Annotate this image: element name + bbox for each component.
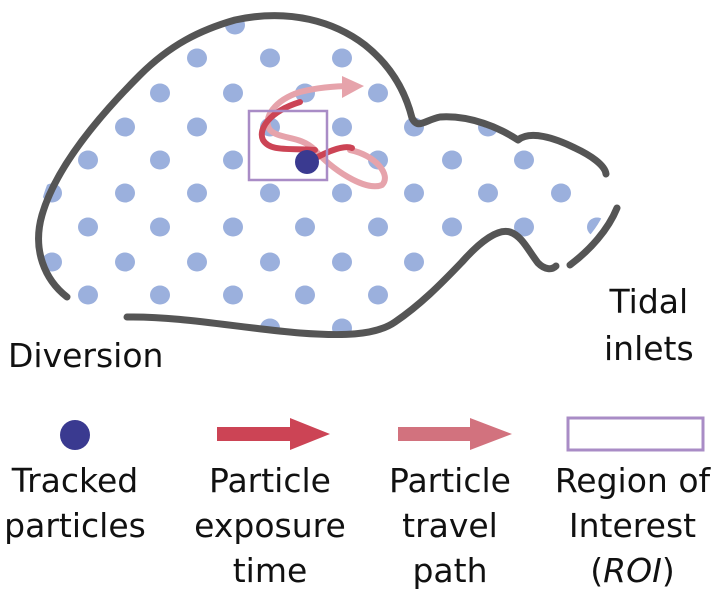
water-dot [404,183,424,203]
tracked-particle [295,150,319,174]
legend-exposure-arrow-icon [217,418,330,450]
legend-travel-arrow-icon [398,418,512,450]
water-dot [78,285,98,305]
water-dot [478,252,498,272]
legend-travel-line1: Particle [389,461,511,500]
legend-tracked-particles-label: Tracked particles [0,458,150,548]
water-dot [442,217,462,237]
water-dot [187,117,207,137]
water-dot [260,183,280,203]
water-dot [295,285,315,305]
water-dot [223,150,243,170]
water-dot [150,217,170,237]
legend-exposure-label: Particle exposure time [190,458,350,593]
water-dot [368,83,388,103]
water-dot [404,252,424,272]
water-dot [514,150,534,170]
legend-roi-line2: Interest [568,506,697,545]
water-dot [150,285,170,305]
legend-travel-label: Particle travel path [375,458,525,593]
water-dot [223,83,243,103]
water-dot [551,183,571,203]
diversion-label: Diversion [8,336,164,375]
particle-travel-path-curve [264,83,388,190]
legend-exposure-line3: time [232,551,308,590]
water-dot [78,217,98,237]
legend-tracked-particle-icon [60,420,90,450]
water-dot [368,217,388,237]
water-dot [332,117,352,137]
legend-roi-abbr: ROI [603,551,662,590]
water-dot [187,183,207,203]
water-dot [260,48,280,68]
water-dot [115,252,135,272]
legend-roi-icon [566,416,705,452]
water-dot [332,48,352,68]
water-dot [150,83,170,103]
legend-roi-open-paren: ( [590,551,604,590]
water-dot [223,217,243,237]
water-dot [514,217,534,237]
water-dot [187,252,207,272]
water-dot [295,217,315,237]
legend-roi-line1: Region of [554,461,711,500]
tidal-inlets-label: Tidal inlets [604,278,694,372]
estuary-outline-inner [123,227,560,339]
legend-travel-line3: path [412,551,488,590]
water-dot [150,150,170,170]
water-dot [442,285,462,305]
roi-box [247,109,329,182]
estuary-outline-tail [566,204,621,269]
legend-roi-close-paren: ) [661,551,675,590]
tidal-inlets-line1: Tidal [609,282,689,321]
water-dot [332,183,352,203]
water-dot [78,150,98,170]
water-dot [260,252,280,272]
water-dot [368,285,388,305]
water-dot [332,252,352,272]
legend-roi-line3: (ROI) [550,548,715,593]
water-dot [478,183,498,203]
legend-roi-label: Region of Interest (ROI) [550,458,715,593]
estuary-outline-main [35,12,610,301]
water-dot [368,150,388,170]
water-dot [187,48,207,68]
legend-exposure-line1: Particle [209,461,331,500]
tidal-inlets-line2: inlets [604,329,694,368]
water-dot-pattern [42,19,607,337]
particle-travel-path-arrowhead [342,76,364,98]
water-dot [223,285,243,305]
legend-exposure-line2: exposure [194,506,346,545]
water-dot [115,183,135,203]
water-dot [442,150,462,170]
legend-tracked-line2: particles [4,506,146,545]
legend-travel-line2: travel [402,506,498,545]
water-dot [115,117,135,137]
legend-tracked-line1: Tracked [11,461,139,500]
